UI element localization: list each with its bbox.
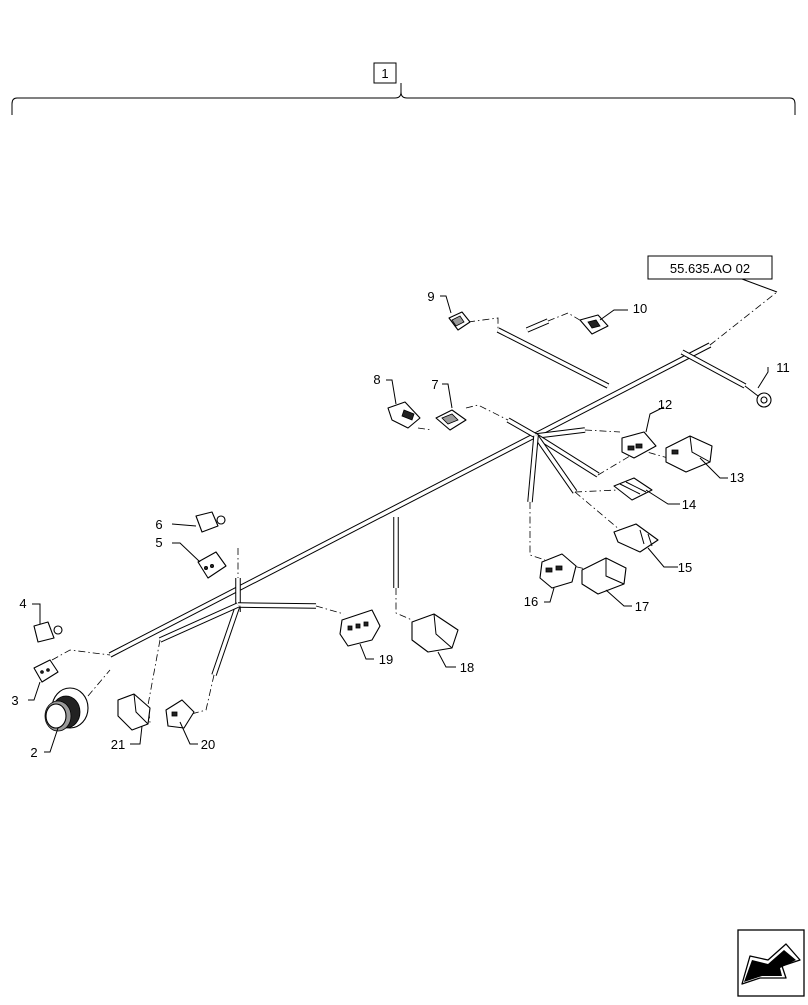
callout-3: 3 xyxy=(11,693,18,708)
callout-9: 9 xyxy=(427,289,434,304)
connector-21 xyxy=(117,693,151,731)
assembly-label: 1 xyxy=(381,66,388,81)
arrow-icon[interactable] xyxy=(737,929,805,997)
callout-11: 11 xyxy=(776,360,790,375)
assembly-bracket: 1 xyxy=(11,62,796,115)
connector-3 xyxy=(33,659,59,683)
callout-21: 21 xyxy=(111,737,125,752)
callout-20: 20 xyxy=(201,737,215,752)
callout-16: 16 xyxy=(524,594,538,609)
connector-14 xyxy=(613,477,653,501)
callout-labels: 9 10 11 8 7 12 13 14 15 16 17 18 19 20 2… xyxy=(11,289,789,760)
connector-6 xyxy=(195,511,226,533)
reference-box: 55.635.AO 02 xyxy=(647,255,778,293)
connector-9 xyxy=(448,311,471,331)
callout-19: 19 xyxy=(379,652,393,667)
callout-13: 13 xyxy=(730,470,744,485)
connector-15 xyxy=(613,523,659,553)
connector-12 xyxy=(621,431,657,459)
callout-14: 14 xyxy=(682,497,696,512)
callout-6: 6 xyxy=(155,517,162,532)
circular-connector-2 xyxy=(44,687,89,732)
connector-18 xyxy=(411,613,459,653)
reference-label: 55.635.AO 02 xyxy=(670,261,750,276)
connector-20 xyxy=(165,699,195,729)
callout-2: 2 xyxy=(30,745,37,760)
callout-18: 18 xyxy=(460,660,474,675)
connector-17 xyxy=(581,557,627,595)
connector-16 xyxy=(539,553,577,589)
connector-13 xyxy=(665,435,713,473)
callout-4: 4 xyxy=(19,596,26,611)
connector-8 xyxy=(387,401,421,429)
ring-terminal-11 xyxy=(744,385,772,408)
harness-wires xyxy=(108,318,747,676)
callout-7: 7 xyxy=(431,377,438,392)
callout-leaders xyxy=(28,295,769,753)
connector-19 xyxy=(339,609,381,647)
callout-17: 17 xyxy=(635,599,649,614)
callout-10: 10 xyxy=(633,301,647,316)
callout-15: 15 xyxy=(678,560,692,575)
connector-5 xyxy=(197,551,227,579)
connector-7 xyxy=(435,409,467,431)
connector-leaders xyxy=(51,291,778,723)
callout-12: 12 xyxy=(658,397,672,412)
connector-4 xyxy=(33,621,63,643)
callout-5: 5 xyxy=(155,535,162,550)
callout-8: 8 xyxy=(373,372,380,387)
